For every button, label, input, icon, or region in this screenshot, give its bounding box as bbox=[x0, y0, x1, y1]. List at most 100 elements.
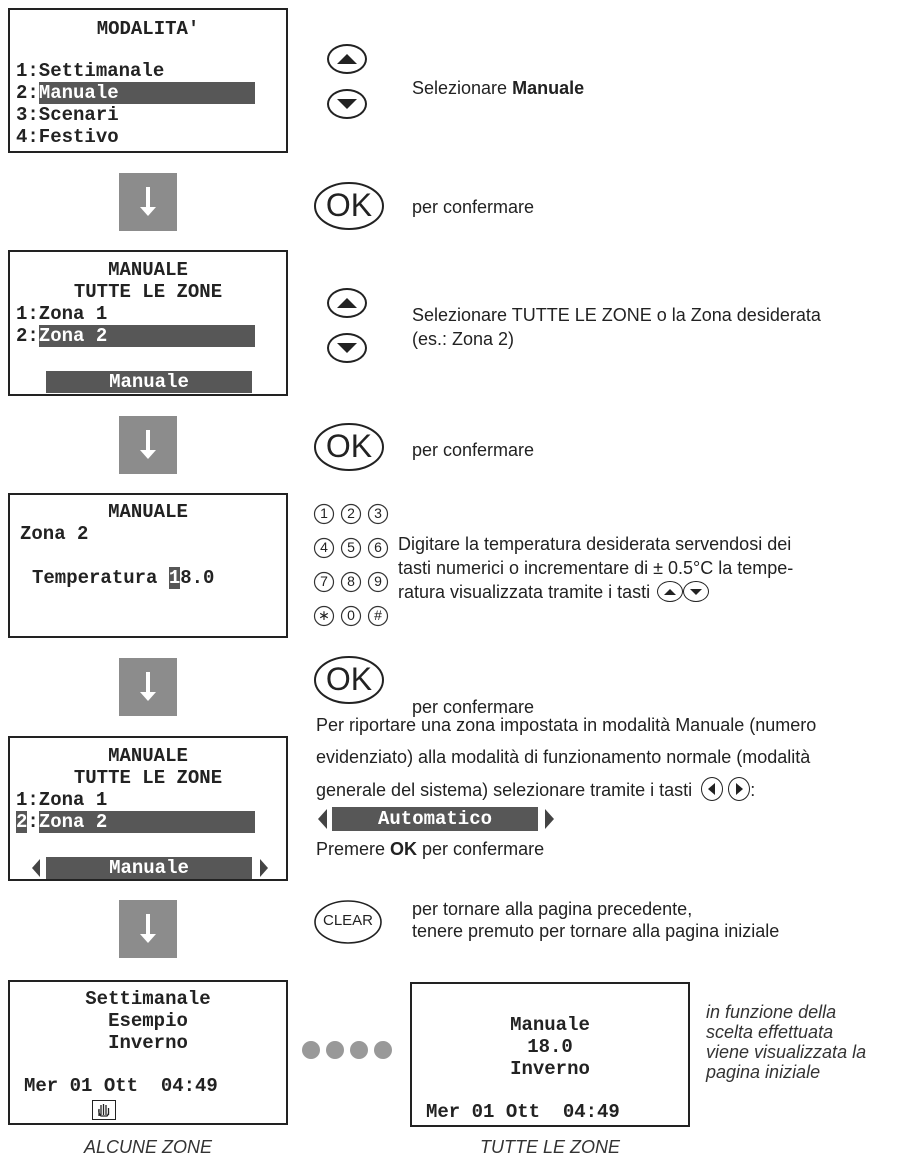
caption-tutte-zone: TUTTE LE ZONE bbox=[479, 1137, 620, 1157]
up-key-inline bbox=[657, 580, 684, 602]
step1-instruction: Selezionare Manuale bbox=[412, 78, 584, 99]
ellipsis-dots bbox=[300, 1039, 396, 1066]
up-key[interactable] bbox=[327, 288, 367, 318]
ok-button[interactable]: OK bbox=[313, 422, 385, 477]
left-arrow-icon bbox=[318, 809, 327, 829]
ok-button[interactable]: OK bbox=[313, 655, 385, 710]
zone-item-1[interactable]: 1:Zona 1 bbox=[16, 789, 108, 811]
manual-hand-indicator bbox=[92, 1100, 116, 1120]
display-title: MODALITA' bbox=[96, 18, 200, 40]
right-arrow-icon bbox=[736, 783, 744, 795]
key-9[interactable]: 9 bbox=[367, 571, 389, 598]
down-arrow-icon bbox=[140, 914, 156, 943]
key-circle-icon bbox=[340, 605, 362, 627]
confirm-text: per confermare bbox=[412, 197, 535, 217]
clear-button[interactable]: CLEAR bbox=[313, 899, 383, 950]
step5-line1: per tornare alla pagina precedente, bbox=[412, 899, 693, 919]
step1-text: Selezionare bbox=[412, 78, 513, 98]
ok-button[interactable]: OK bbox=[313, 181, 385, 236]
key-label: 4 bbox=[320, 539, 328, 555]
up-arrow-icon bbox=[337, 298, 357, 308]
menu-item-festivo[interactable]: 4:Festivo bbox=[16, 126, 119, 148]
zone-item-2[interactable]: 2:Zona 2 bbox=[16, 325, 286, 347]
zone-item-2-selected: Zona 2 bbox=[38, 811, 255, 833]
step3-line2: tasti numerici o incrementare di ± 0.5°C… bbox=[398, 558, 794, 578]
up-key[interactable] bbox=[327, 44, 367, 74]
ok-key-icon bbox=[314, 656, 384, 704]
step3-line3: ratura visualizzata tramite i tasti bbox=[398, 580, 710, 604]
key-6[interactable]: 6 bbox=[367, 537, 389, 564]
key-label: 8 bbox=[347, 573, 355, 589]
flow-arrow bbox=[119, 658, 177, 716]
menu-item-manuale[interactable]: 2:Manuale bbox=[16, 82, 286, 104]
key-3[interactable]: 3 bbox=[367, 503, 389, 530]
key-circle-icon bbox=[313, 571, 335, 593]
key-label: 1 bbox=[320, 505, 328, 521]
display-manuale-zone-selected: MANUALE TUTTE LE ZONE 1:Zona 1 2:Zona 2 … bbox=[8, 736, 288, 881]
display-title: MANUALE bbox=[108, 745, 188, 767]
zone-item-2[interactable]: 2:Zona 2 bbox=[16, 811, 286, 833]
menu-item-settimanale[interactable]: 1:Settimanale bbox=[16, 60, 165, 82]
key-8[interactable]: 8 bbox=[340, 571, 362, 598]
ok-label: OK bbox=[325, 187, 373, 223]
step4-line3-end: : bbox=[750, 779, 756, 800]
confirm-text: per confermare bbox=[412, 440, 535, 460]
key-label: 0 bbox=[347, 607, 355, 623]
temperature-cursor-digit: 1 bbox=[168, 567, 181, 589]
step5-line2: tenere premuto per tornare alla pagina i… bbox=[412, 921, 780, 941]
temperature-value: 8.0 bbox=[180, 567, 215, 589]
side-note-line3: viene visualizzata la bbox=[706, 1042, 867, 1062]
home-temperature: 18.0 bbox=[527, 1036, 573, 1058]
press-ok-bold: OK bbox=[390, 839, 418, 859]
key-circle-icon bbox=[313, 605, 335, 627]
key-circle-icon bbox=[313, 537, 335, 559]
key-2[interactable]: 2 bbox=[340, 503, 362, 530]
step3-line1: Digitare la temperatura desiderata serve… bbox=[398, 534, 792, 554]
left-arrow-icon bbox=[708, 783, 716, 795]
display-manuale-zone: MANUALE TUTTE LE ZONE 1:Zona 1 2:Zona 2 … bbox=[8, 250, 288, 396]
key-label: 6 bbox=[374, 539, 382, 555]
display-subtitle[interactable]: TUTTE LE ZONE bbox=[73, 767, 223, 789]
key-7[interactable]: 7 bbox=[313, 571, 335, 598]
press-suffix: per confermare bbox=[417, 839, 545, 859]
display-modalita: MODALITA' 1:Settimanale 2:Manuale 3:Scen… bbox=[8, 8, 288, 153]
ok-label: OK bbox=[325, 428, 373, 464]
down-arrow-icon bbox=[140, 672, 156, 701]
menu-item-number: 2: bbox=[16, 82, 39, 104]
step3-line3-text: ratura visualizzata tramite i tasti bbox=[398, 582, 651, 602]
key-label: # bbox=[374, 607, 382, 623]
step4-line2: evidenziato) alla modalità di funzioname… bbox=[316, 747, 811, 767]
mode-selector[interactable]: Manuale bbox=[30, 857, 270, 879]
key-4[interactable]: 4 bbox=[313, 537, 335, 564]
home-status: Mer 01 Ott 04:49 bbox=[426, 1101, 620, 1123]
down-arrow-icon bbox=[337, 343, 357, 353]
key-1[interactable]: 1 bbox=[313, 503, 335, 530]
key-circle-icon bbox=[340, 537, 362, 559]
side-note-line4: pagina iniziale bbox=[706, 1062, 821, 1082]
key-5[interactable]: 5 bbox=[340, 537, 362, 564]
clear-key-icon bbox=[314, 900, 382, 944]
step4-press-ok: Premere OK per confermare bbox=[316, 839, 544, 860]
step2-line1: Selezionare TUTTE LE ZONE o la Zona desi… bbox=[412, 305, 821, 325]
key-label: 5 bbox=[347, 539, 355, 555]
key-circle-icon bbox=[367, 503, 389, 525]
automatico-selector: Automatico bbox=[316, 807, 556, 831]
key-hash[interactable]: # bbox=[367, 605, 389, 632]
key-circle-icon bbox=[367, 571, 389, 593]
zone-item-1[interactable]: 1:Zona 1 bbox=[16, 303, 108, 325]
up-arrow-icon bbox=[337, 54, 357, 64]
hand-icon bbox=[98, 1104, 110, 1117]
down-key[interactable] bbox=[327, 89, 367, 119]
key-star[interactable]: ∗ bbox=[313, 605, 335, 632]
menu-item-scenari[interactable]: 3:Scenari bbox=[16, 104, 119, 126]
step4-line3-text: generale del sistema) selezionare tramit… bbox=[316, 779, 693, 800]
step1-bold: Manuale bbox=[512, 78, 585, 98]
down-key[interactable] bbox=[327, 333, 367, 363]
key-0[interactable]: 0 bbox=[340, 605, 362, 632]
home-status: Mer 01 Ott 04:49 bbox=[24, 1075, 218, 1097]
display-subtitle[interactable]: TUTTE LE ZONE bbox=[73, 281, 223, 303]
home-season: Inverno bbox=[108, 1032, 188, 1054]
zone-item-colon: : bbox=[27, 811, 39, 833]
zone-item-2-selected: Zona 2 bbox=[38, 325, 255, 347]
temperature-row[interactable]: Temperatura 18.0 bbox=[32, 567, 214, 589]
